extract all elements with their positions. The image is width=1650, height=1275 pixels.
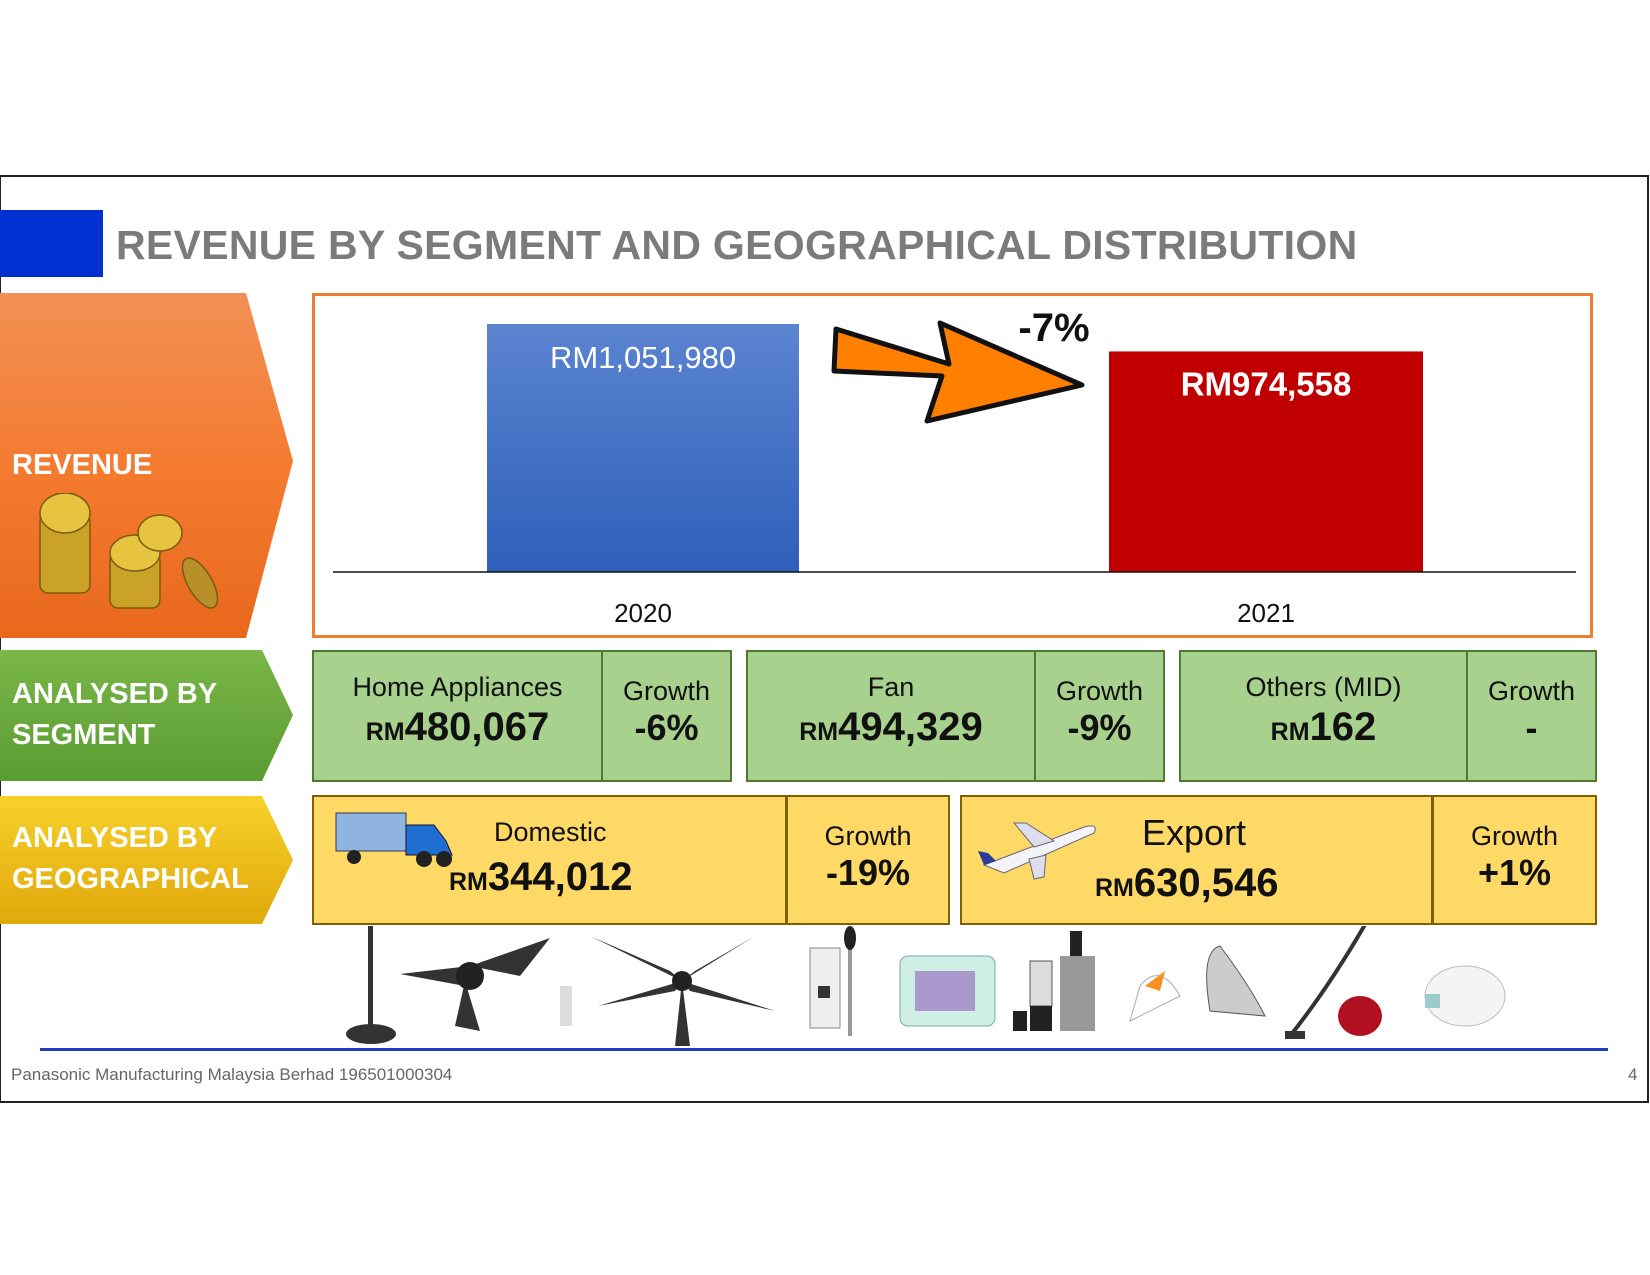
- geo-name: Domestic: [494, 817, 607, 847]
- revenue-section-chevron: REVENUE: [0, 293, 293, 638]
- growth-value: -9%: [1067, 707, 1132, 748]
- bidet-seat-icon: [1424, 965, 1506, 1027]
- geographical-section-chevron: ANALYSED BY GEOGRAPHICAL: [0, 796, 293, 924]
- growth-value: +1%: [1477, 852, 1552, 893]
- geo-domestic: Domestic RM344,012: [312, 795, 787, 925]
- currency-label: RM: [799, 718, 839, 746]
- bar-label-2021: RM974,558: [1181, 365, 1352, 402]
- blender-juicer-icon: [1013, 931, 1095, 1031]
- ceiling-fan-icon: [400, 938, 572, 1031]
- growth-value: -19%: [825, 852, 911, 893]
- footer-company: Panasonic Manufacturing Malaysia Berhad …: [11, 1065, 453, 1084]
- currency-label: RM: [449, 868, 488, 896]
- iron-icon: [1129, 945, 1266, 1022]
- currency-label: RM: [1095, 874, 1134, 902]
- title-accent-block: [0, 210, 103, 277]
- segment-name: Fan: [867, 672, 915, 702]
- growth-value: -: [1525, 707, 1538, 748]
- revenue-chart-frame: [312, 293, 1593, 638]
- vacuum-cleaner-icon: [1285, 926, 1382, 1039]
- geo-export-growth: Growth +1%: [1432, 795, 1597, 925]
- bar-label-2020: RM1,051,980: [550, 340, 736, 375]
- bar-2021: [1109, 351, 1423, 572]
- stand-fan-icon: [346, 926, 396, 1044]
- growth-value: -6%: [634, 707, 699, 748]
- geo-value: 630,546: [1133, 861, 1279, 905]
- segment-fan: Fan RM494,329: [746, 650, 1036, 782]
- currency-label: RM: [365, 718, 405, 746]
- dish-dryer-icon: [899, 955, 996, 1027]
- footer-divider: [40, 1048, 1608, 1051]
- growth-label: Growth: [1487, 676, 1576, 706]
- segment-value: 494,329: [838, 705, 983, 749]
- product-images-row: [346, 926, 1506, 1046]
- segment-fan-growth: Growth -9%: [1034, 650, 1165, 782]
- bar-2020: [487, 324, 799, 572]
- x-tick-2020: 2020: [614, 598, 672, 628]
- segment-name: Others (MID): [1245, 672, 1402, 702]
- ceiling-fan-5-blade-icon: [590, 936, 775, 1046]
- segment-name: Home Appliances: [352, 672, 563, 702]
- page-number: 4: [1628, 1065, 1638, 1084]
- revenue-bar-chart: RM1,051,980 RM974,558 2020 2021 -7%: [333, 306, 1576, 628]
- slide-frame: [0, 175, 1649, 1103]
- segment-value: 480,067: [404, 705, 550, 749]
- truck-icon: [335, 812, 453, 867]
- gold-coins-icon: [39, 493, 219, 609]
- segment-others: Others (MID) RM162: [1179, 650, 1468, 782]
- geo-export: Export RM630,546: [960, 795, 1433, 925]
- x-tick-2021: 2021: [1237, 598, 1295, 628]
- growth-label: Growth: [824, 821, 912, 851]
- geographical-label-line1: ANALYSED BY: [12, 822, 218, 854]
- segment-value: 162: [1309, 705, 1377, 749]
- geographical-label-line2: GEOGRAPHICAL: [12, 863, 249, 895]
- growth-label: Growth: [1055, 676, 1144, 706]
- change-percent-label: -7%: [1018, 306, 1089, 350]
- water-heater-icon: [809, 926, 856, 1036]
- growth-label: Growth: [1470, 821, 1559, 851]
- segment-home-appliances: Home Appliances RM480,067: [312, 650, 603, 782]
- geo-domestic-growth: Growth -19%: [786, 795, 950, 925]
- segment-label-line2: SEGMENT: [12, 719, 156, 751]
- segment-home-appliances-growth: Growth -6%: [601, 650, 732, 782]
- growth-label: Growth: [622, 676, 711, 706]
- geo-value: 344,012: [487, 855, 633, 899]
- airplane-icon: [978, 822, 1096, 880]
- geo-name: Export: [1142, 812, 1247, 853]
- page-title: REVENUE BY SEGMENT AND GEOGRAPHICAL DIST…: [116, 222, 1358, 268]
- currency-label: RM: [1270, 718, 1310, 746]
- segment-section-chevron: ANALYSED BY SEGMENT: [0, 650, 293, 781]
- decrease-arrow-icon: [831, 320, 1085, 424]
- segment-label-line1: ANALYSED BY: [12, 678, 218, 710]
- revenue-label: REVENUE: [12, 449, 153, 481]
- segment-others-growth: Growth -: [1466, 650, 1597, 782]
